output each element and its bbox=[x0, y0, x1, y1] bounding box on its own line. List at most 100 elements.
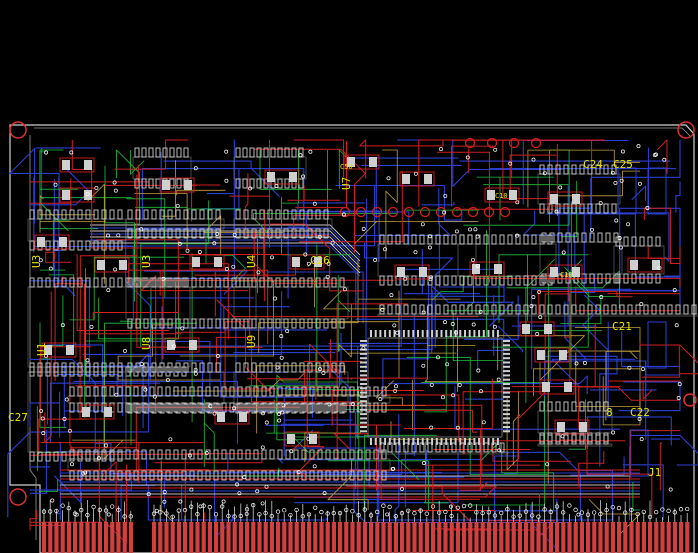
edge-finger[interactable] bbox=[170, 522, 175, 553]
edge-finger[interactable] bbox=[468, 522, 473, 553]
edge-finger[interactable] bbox=[437, 522, 442, 553]
edge-finger[interactable] bbox=[158, 522, 163, 553]
edge-finger[interactable] bbox=[245, 522, 250, 553]
passive-component[interactable] bbox=[164, 337, 200, 353]
edge-finger[interactable] bbox=[42, 522, 47, 553]
edge-finger[interactable] bbox=[604, 522, 609, 553]
edge-finger[interactable] bbox=[128, 522, 133, 553]
passive-component[interactable] bbox=[469, 261, 505, 277]
edge-finger[interactable] bbox=[195, 522, 200, 553]
qfp-processor[interactable] bbox=[360, 330, 510, 445]
edge-finger[interactable] bbox=[536, 522, 541, 553]
passive-component[interactable] bbox=[534, 347, 570, 363]
ic-package[interactable] bbox=[233, 209, 333, 239]
edge-finger[interactable] bbox=[282, 522, 287, 553]
edge-finger[interactable] bbox=[530, 522, 535, 553]
edge-finger[interactable] bbox=[214, 522, 219, 553]
edge-finger[interactable] bbox=[660, 522, 665, 553]
ic-package[interactable] bbox=[537, 434, 613, 447]
edge-finger[interactable] bbox=[480, 522, 485, 553]
bulk-capacitor[interactable] bbox=[629, 429, 649, 477]
passive-component[interactable] bbox=[394, 264, 430, 280]
passive-component[interactable] bbox=[94, 257, 130, 273]
edge-finger[interactable] bbox=[462, 522, 467, 553]
edge-finger[interactable] bbox=[294, 522, 299, 553]
edge-finger[interactable] bbox=[73, 522, 78, 553]
edge-finger[interactable] bbox=[269, 522, 274, 553]
passive-component[interactable] bbox=[484, 187, 520, 203]
edge-finger[interactable] bbox=[635, 522, 640, 553]
bulk-capacitor[interactable] bbox=[647, 321, 667, 369]
passive-component[interactable] bbox=[59, 187, 95, 203]
ic-package[interactable] bbox=[27, 362, 127, 462]
edge-finger[interactable] bbox=[567, 522, 572, 553]
edge-finger[interactable] bbox=[207, 522, 212, 553]
edge-finger[interactable] bbox=[486, 522, 491, 553]
edge-finger[interactable] bbox=[499, 522, 504, 553]
passive-component[interactable] bbox=[79, 404, 115, 420]
edge-finger[interactable] bbox=[300, 522, 305, 553]
edge-finger[interactable] bbox=[338, 522, 343, 553]
edge-finger[interactable] bbox=[122, 522, 127, 553]
edge-finger[interactable] bbox=[641, 522, 646, 553]
edge-finger[interactable] bbox=[110, 522, 115, 553]
edge-finger[interactable] bbox=[393, 522, 398, 553]
passive-component[interactable] bbox=[344, 154, 380, 170]
passive-component[interactable] bbox=[539, 379, 575, 395]
edge-finger[interactable] bbox=[263, 522, 268, 553]
edge-finger[interactable] bbox=[288, 522, 293, 553]
edge-finger[interactable] bbox=[91, 522, 96, 553]
edge-finger[interactable] bbox=[369, 522, 374, 553]
passive-component[interactable] bbox=[554, 419, 590, 435]
passive-component[interactable] bbox=[264, 169, 300, 185]
edge-finger[interactable] bbox=[276, 522, 281, 553]
edge-finger[interactable] bbox=[511, 522, 516, 553]
edge-finger[interactable] bbox=[226, 522, 231, 553]
bulk-capacitor[interactable] bbox=[647, 167, 667, 215]
passive-component[interactable] bbox=[41, 342, 77, 358]
ic-package[interactable] bbox=[67, 449, 391, 481]
edge-finger[interactable] bbox=[542, 522, 547, 553]
edge-finger[interactable] bbox=[375, 522, 380, 553]
edge-finger[interactable] bbox=[60, 522, 65, 553]
edge-finger[interactable] bbox=[548, 522, 553, 553]
ic-package[interactable] bbox=[457, 234, 557, 286]
edge-finger[interactable] bbox=[592, 522, 597, 553]
edge-finger[interactable] bbox=[183, 522, 188, 553]
edge-finger[interactable] bbox=[617, 522, 622, 553]
edge-finger[interactable] bbox=[610, 522, 615, 553]
passive-component[interactable] bbox=[547, 264, 583, 280]
bulk-capacitor[interactable] bbox=[617, 167, 637, 215]
edge-finger[interactable] bbox=[381, 522, 386, 553]
edge-finger[interactable] bbox=[331, 522, 336, 553]
header-pads[interactable] bbox=[339, 137, 542, 218]
passive-component[interactable] bbox=[189, 254, 225, 270]
passive-component[interactable] bbox=[34, 234, 70, 250]
edge-finger[interactable] bbox=[85, 522, 90, 553]
edge-finger[interactable] bbox=[517, 522, 522, 553]
edge-finger[interactable] bbox=[424, 522, 429, 553]
passive-component[interactable] bbox=[399, 171, 435, 187]
edge-finger[interactable] bbox=[79, 522, 84, 553]
passive-component[interactable] bbox=[519, 321, 555, 337]
edge-finger[interactable] bbox=[325, 522, 330, 553]
edge-finger[interactable] bbox=[104, 522, 109, 553]
edge-finger[interactable] bbox=[152, 522, 157, 553]
edge-finger[interactable] bbox=[54, 522, 59, 553]
edge-finger[interactable] bbox=[251, 522, 256, 553]
edge-finger[interactable] bbox=[685, 522, 690, 553]
edge-finger[interactable] bbox=[48, 522, 53, 553]
edge-finger[interactable] bbox=[561, 522, 566, 553]
ic-package[interactable] bbox=[233, 147, 307, 189]
ic-package[interactable] bbox=[613, 236, 665, 284]
edge-finger[interactable] bbox=[629, 522, 634, 553]
edge-finger[interactable] bbox=[66, 522, 71, 553]
edge-finger[interactable] bbox=[524, 522, 529, 553]
edge-finger[interactable] bbox=[672, 522, 677, 553]
edge-finger[interactable] bbox=[238, 522, 243, 553]
edge-finger[interactable] bbox=[598, 522, 603, 553]
edge-finger[interactable] bbox=[116, 522, 121, 553]
passive-component[interactable] bbox=[284, 431, 320, 447]
edge-finger[interactable] bbox=[654, 522, 659, 553]
